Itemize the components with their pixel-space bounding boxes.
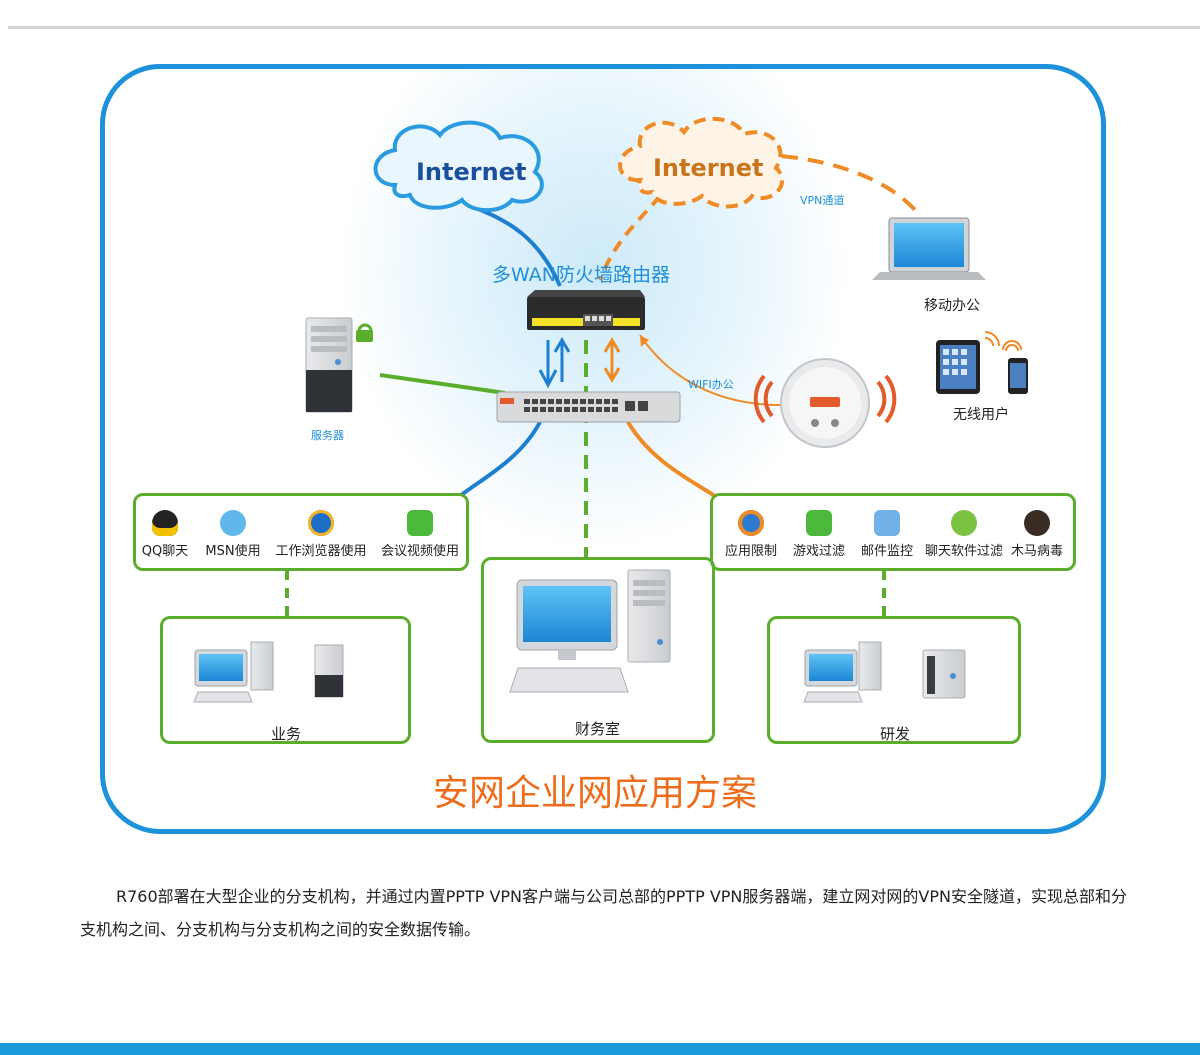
app-label: 邮件监控 <box>860 544 913 559</box>
orange-link-right-dept <box>626 420 717 498</box>
app-label: 游戏过滤 <box>792 544 845 559</box>
internet-label-left: Internet <box>416 158 527 186</box>
laptop-device <box>872 217 986 280</box>
app-item-qq: QQ聊天 <box>140 510 190 559</box>
router-label: 多WAN防火墙路由器 <box>492 264 670 286</box>
server-label: 服务器 <box>311 429 344 442</box>
ap-signal-icon <box>753 374 897 424</box>
business-computers <box>193 641 344 703</box>
phone-device <box>1008 358 1028 394</box>
description-text: R760部署在大型企业的分支机构，并通过内置PPTP VPN客户端与公司总部的P… <box>80 887 1127 939</box>
server-link <box>379 373 506 395</box>
app-label: 会议视频使用 <box>380 544 459 559</box>
app-item-browser: 工作浏览器使用 <box>272 510 370 559</box>
vpn-tunnel-label: VPN通道 <box>800 194 845 207</box>
dept-box-business: 业务 <box>160 616 411 744</box>
qq-icon <box>152 510 178 536</box>
lock-icon <box>356 323 373 342</box>
app-item-chat-filter: 聊天软件过滤 <box>921 510 1007 559</box>
mobile-office-label: 移动办公 <box>924 298 980 314</box>
server-tower <box>305 317 353 413</box>
app-item-msn: MSN使用 <box>202 510 264 559</box>
dept-label-business: 业务 <box>271 725 302 743</box>
app-item-mail-monitor: 邮件监控 <box>857 510 917 559</box>
app-item-game-filter: 游戏过滤 <box>789 510 849 559</box>
app-label: MSN使用 <box>205 544 261 559</box>
chat-filter-icon <box>951 510 977 536</box>
app-label: 应用限制 <box>724 544 777 559</box>
app-limit-icon <box>738 510 764 536</box>
bottom-bar <box>0 1043 1200 1055</box>
wireless-users-label: 无线用户 <box>953 407 1009 423</box>
dept-label-finance: 财务室 <box>575 720 621 738</box>
firewall-router-device <box>527 290 645 330</box>
gamepad-icon <box>806 510 832 536</box>
blue-link-left-dept <box>458 421 542 498</box>
internet-label-right: Internet <box>653 154 764 182</box>
app-label: 聊天软件过滤 <box>924 544 1003 559</box>
app-item-trojan: 木马病毒 <box>1007 510 1067 559</box>
browser-icon <box>308 510 334 536</box>
network-switch-device <box>496 391 681 423</box>
wifi-link <box>639 334 781 406</box>
tablet-device <box>936 340 980 394</box>
dept-box-finance: 财务室 <box>481 557 715 743</box>
app-item-video: 会议视频使用 <box>378 510 462 559</box>
diagram-frame <box>100 64 1106 834</box>
app-label: QQ聊天 <box>141 544 189 559</box>
internet-cloud-left <box>373 120 544 213</box>
wifi-office-label: WIFI办公 <box>688 378 734 391</box>
phone-call-icon <box>407 510 433 536</box>
app-label: 工作浏览器使用 <box>275 544 367 559</box>
internet-cloud-right <box>618 116 784 209</box>
app-item-app-limit: 应用限制 <box>721 510 781 559</box>
finance-computer <box>509 569 671 693</box>
mail-icon <box>874 510 900 536</box>
right-apps-box: 应用限制 游戏过滤 邮件监控 聊天软件过滤 木马病毒 <box>710 493 1076 571</box>
trojan-virus-icon <box>1024 510 1050 536</box>
rd-computers <box>803 641 966 703</box>
wifi-signal-icon <box>984 331 1022 352</box>
dept-label-rd: 研发 <box>880 725 911 743</box>
msn-icon <box>220 510 246 536</box>
orange-dashed-internet-router <box>598 194 662 281</box>
wireless-access-point <box>780 358 870 448</box>
top-divider <box>8 26 1200 29</box>
diagram-title: 安网企业网应用方案 <box>433 773 758 814</box>
dept-box-rd: 研发 <box>767 616 1021 744</box>
left-apps-box: QQ聊天 MSN使用 工作浏览器使用 会议视频使用 <box>133 493 469 571</box>
app-label: 木马病毒 <box>1010 544 1063 559</box>
